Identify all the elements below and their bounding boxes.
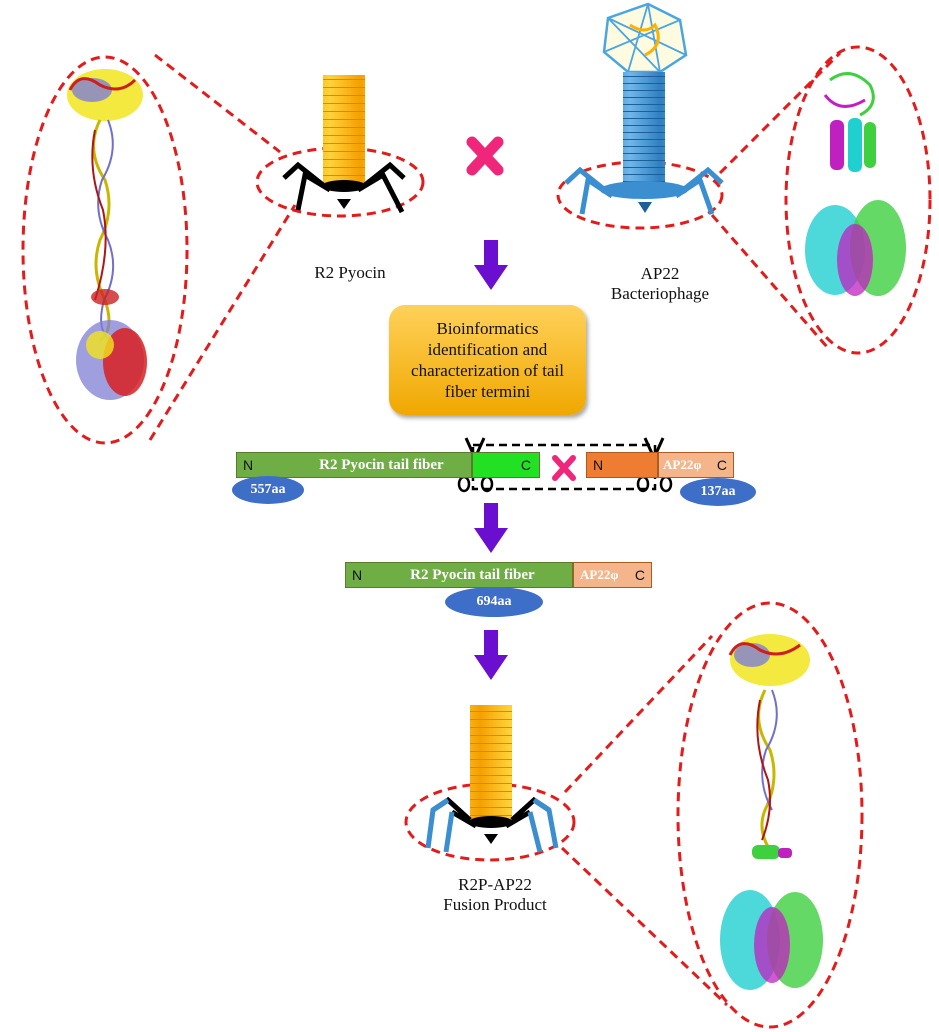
fusion-label-line1: R2P-AP22 — [458, 875, 532, 894]
ap22-fiber-ribbon-model — [805, 72, 906, 296]
fusion-gene-bar: N R2 Pyocin tail fiber — [345, 562, 573, 588]
fusion-product-label: R2P-AP22 Fusion Product — [420, 875, 570, 915]
fusion-n-terminus: N — [352, 567, 363, 583]
r2-fiber-length-badge: 557aa — [232, 476, 304, 504]
bioinformatics-step-box: Bioinformatics identification and charac… — [389, 305, 586, 415]
r2-pyocin-particle — [255, 75, 425, 218]
fusion-fiber-structure-ellipse — [560, 601, 864, 1029]
fusion-c-terminus: C — [634, 567, 645, 583]
ap22-fiber-structure-ellipse — [710, 45, 932, 355]
ap22-phage-label: AP22 Bacteriophage — [590, 264, 730, 304]
r2-fiber-gene-bar: N R2 Pyocin tail fiber — [236, 452, 472, 478]
ap22-phage-particle — [556, 2, 724, 230]
ap22-fiber-n-segment: N — [586, 452, 658, 478]
fusion-length-badge: 694aa — [445, 587, 543, 617]
r2-fiber-structure-ellipse — [21, 53, 297, 445]
arrow-down-icon — [474, 503, 508, 553]
ap22-label-line1: AP22 — [640, 264, 680, 283]
bioinformatics-step-text: Bioinformatics identification and charac… — [411, 319, 564, 401]
ap22-fiber-c-terminus: C — [716, 457, 727, 473]
fusion-label-line2: Fusion Product — [443, 895, 547, 914]
r2-pyocin-label: R2 Pyocin — [314, 263, 386, 282]
fusion-gene-label: R2 Pyocin tail fiber — [410, 566, 535, 583]
cross-icon — [466, 136, 504, 176]
fusion-particle — [404, 705, 576, 862]
fusion-ap22-label: AP22φ — [580, 567, 619, 582]
r2-fiber-gene-label: R2 Pyocin tail fiber — [319, 456, 444, 473]
fusion-ap22-segment: AP22φ C — [573, 562, 652, 588]
arrow-down-icon — [474, 630, 508, 680]
ap22-label-line2: Bacteriophage — [610, 284, 710, 303]
fusion-fiber-ribbon-model — [720, 634, 823, 990]
phage-head-icon — [602, 2, 688, 74]
arrow-down-icon — [474, 240, 508, 290]
ap22-fiber-c-segment: AP22φ C — [658, 452, 734, 478]
ap22-fiber-length-badge: 137aa — [680, 478, 756, 506]
r2-fiber-n-terminus: N — [243, 457, 254, 473]
r2-fiber-c-terminus: C — [520, 457, 531, 473]
cross-icon — [552, 455, 576, 481]
ap22-fiber-n-terminus: N — [593, 457, 604, 473]
ap22-fiber-gene-label: AP22φ — [663, 457, 702, 472]
r2-fiber-ribbon-model — [67, 69, 147, 400]
r2-fiber-c-terminal-segment: C — [472, 452, 540, 478]
